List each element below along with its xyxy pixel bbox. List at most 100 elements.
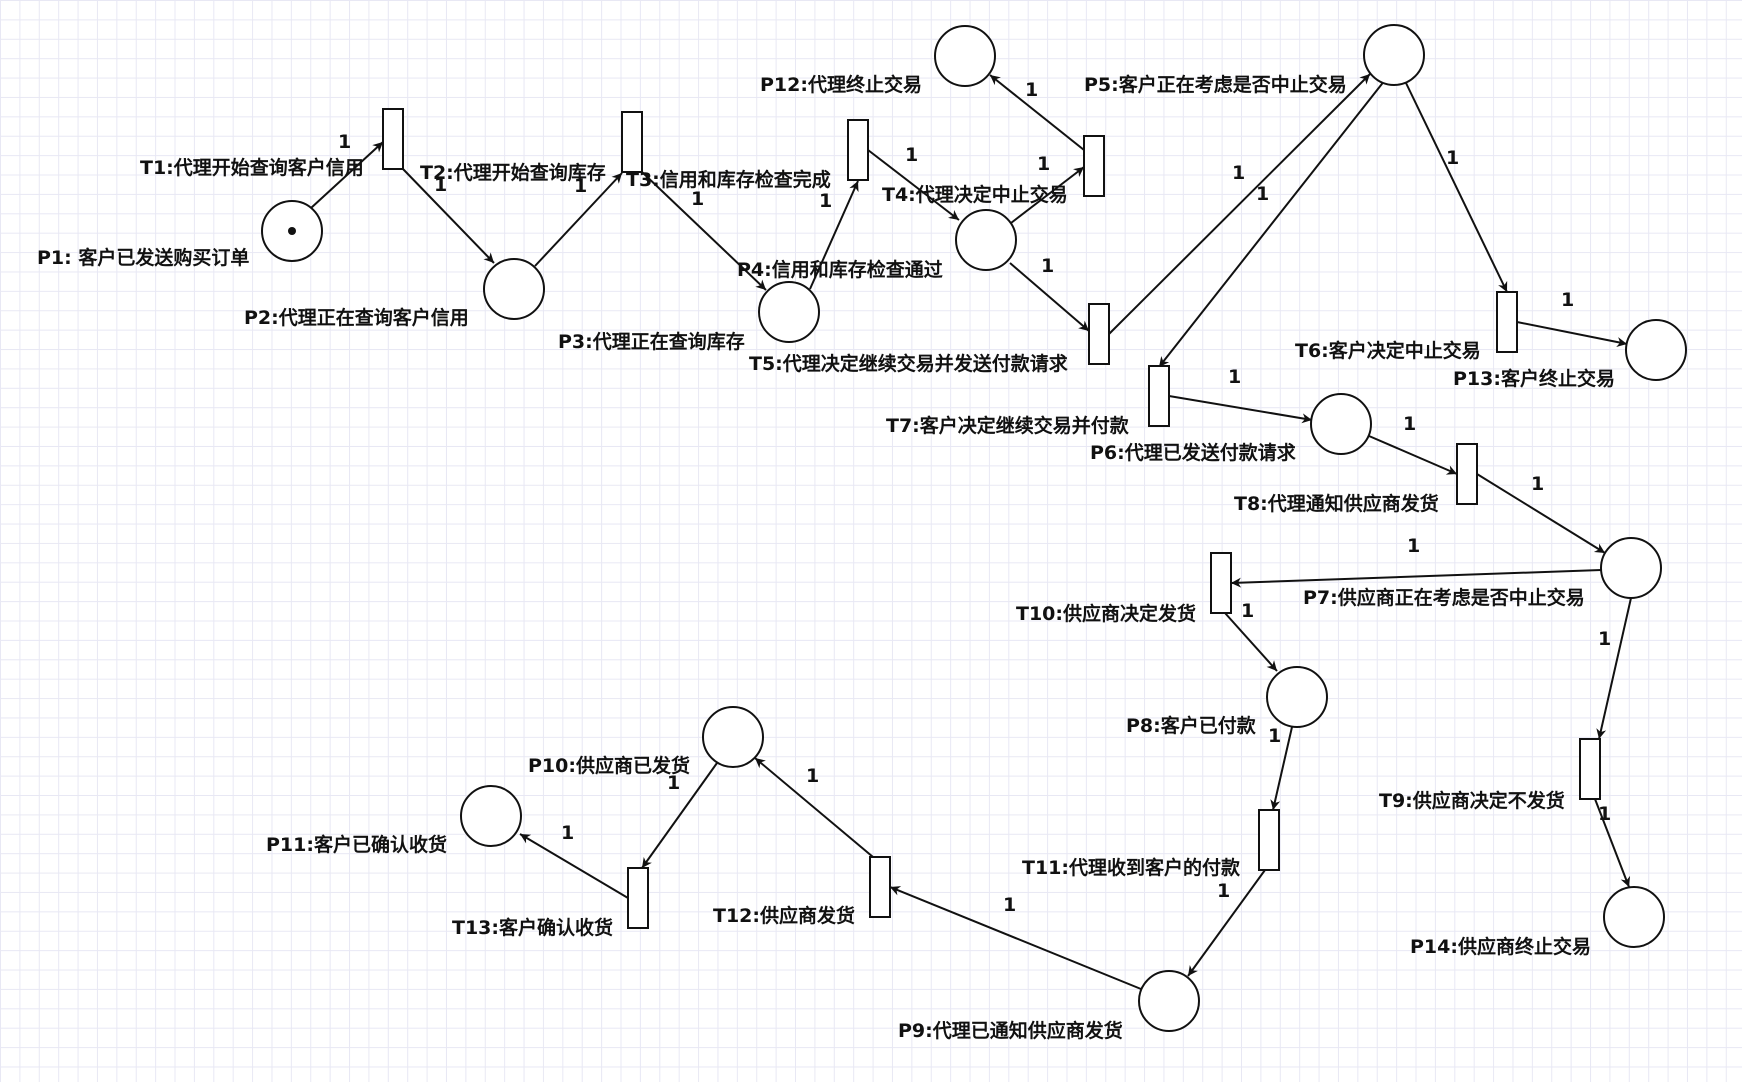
place-circle[interactable] (1138, 970, 1200, 1032)
place-circle[interactable] (1310, 393, 1372, 455)
transition-label-t2: T2:代理开始查询库存 (420, 161, 606, 184)
place-circle[interactable] (1603, 886, 1665, 948)
transition-t12[interactable] (869, 856, 891, 918)
place-label-p4: P4:信用和库存检查通过 (737, 258, 943, 281)
place-p8[interactable] (1266, 666, 1328, 728)
transition-label-t5: T5:代理决定继续交易并发送付款请求 (749, 352, 1069, 375)
arc-weight-p5-t7: 1 (1256, 183, 1269, 205)
arc-t2-p3 (641, 171, 767, 291)
place-circle[interactable] (955, 209, 1017, 271)
arc-p2-t2 (534, 172, 623, 267)
place-p2[interactable] (483, 258, 545, 320)
place-label-p9: P9:代理已通知供应商发货 (898, 1019, 1123, 1042)
place-circle[interactable] (1363, 24, 1425, 86)
transition-t7[interactable] (1148, 365, 1170, 427)
place-circle[interactable] (1266, 666, 1328, 728)
arc-p1-t1 (310, 141, 384, 209)
place-p9[interactable] (1138, 970, 1200, 1032)
place-p14[interactable] (1603, 886, 1665, 948)
place-circle[interactable] (758, 281, 820, 343)
place-label-p2: P2:代理正在查询客户信用 (244, 306, 469, 329)
place-label-p3: P3:代理正在查询库存 (558, 330, 745, 353)
arc-t13-p11 (519, 833, 629, 899)
place-p5[interactable] (1363, 24, 1425, 86)
transition-label-t9: T9:供应商决定不发货 (1379, 789, 1565, 812)
place-p3[interactable] (758, 281, 820, 343)
transition-t9[interactable] (1579, 738, 1601, 800)
arc-weight-t4-p12: 1 (1025, 79, 1038, 101)
arc-weight-t1-p2: 1 (434, 174, 447, 196)
place-label-p10: P10:供应商已发货 (528, 754, 690, 777)
transition-label-t4: T4:代理决定中止交易 (882, 183, 1068, 206)
arc-p5-t6 (1405, 82, 1508, 293)
token-dot (288, 227, 296, 235)
arcs-layer (310, 73, 1632, 990)
arc-weight-t9-p14: 1 (1598, 803, 1611, 825)
arc-p3-t3 (809, 180, 859, 290)
arc-weight-t10-p8: 1 (1241, 600, 1254, 622)
place-label-p7: P7:供应商正在考虑是否中止交易 (1303, 586, 1585, 609)
place-p4[interactable] (955, 209, 1017, 271)
place-circle[interactable] (460, 785, 522, 847)
place-p10[interactable] (702, 706, 764, 768)
transition-t11[interactable] (1258, 809, 1280, 871)
arc-weight-t11-p9: 1 (1217, 880, 1230, 902)
arc-weight-p2-t2: 1 (574, 175, 587, 197)
place-p1[interactable] (261, 200, 323, 262)
arc-p9-t12 (889, 886, 1142, 990)
transition-t1[interactable] (382, 108, 404, 170)
arc-weight-p1-t1: 1 (338, 131, 351, 153)
place-circle[interactable] (1625, 319, 1687, 381)
arc-t5-p5 (1108, 73, 1371, 335)
place-label-p6: P6:代理已发送付款请求 (1090, 441, 1297, 464)
arc-weight-p4-t5: 1 (1041, 255, 1054, 277)
place-label-p1: P1: 客户已发送购买订单 (37, 246, 249, 269)
arc-weight-t2-p3: 1 (691, 188, 704, 210)
arc-p6-t8 (1368, 435, 1458, 475)
transition-t3[interactable] (847, 119, 869, 181)
arc-t11-p9 (1187, 869, 1266, 977)
place-p7[interactable] (1600, 537, 1662, 599)
arc-weight-p5-t6: 1 (1446, 147, 1459, 169)
place-p11[interactable] (460, 785, 522, 847)
transition-t8[interactable] (1456, 443, 1478, 505)
transition-label-t12: T12:供应商发货 (713, 904, 855, 927)
arc-weight-t12-p10: 1 (806, 765, 819, 787)
place-circle[interactable] (1600, 537, 1662, 599)
transition-t4[interactable] (1083, 135, 1105, 197)
arc-weight-t13-p11: 1 (561, 822, 574, 844)
arc-weight-p7-t9: 1 (1598, 628, 1611, 650)
arc-weight-t5-p5: 1 (1232, 162, 1245, 184)
place-p6[interactable] (1310, 393, 1372, 455)
transition-t10[interactable] (1210, 552, 1232, 614)
arc-p7-t10 (1230, 569, 1602, 588)
arc-weight-t6-p13: 1 (1561, 289, 1574, 311)
arc-weight-p9-t12: 1 (1003, 894, 1016, 916)
transition-t5[interactable] (1088, 303, 1110, 365)
arc-t12-p10 (754, 757, 874, 858)
place-circle[interactable] (934, 25, 996, 87)
arc-p8-t11 (1270, 726, 1293, 811)
arc-t7-p6 (1168, 395, 1313, 424)
place-label-p14: P14:供应商终止交易 (1410, 935, 1591, 958)
place-label-p5: P5:客户正在考虑是否中止交易 (1084, 73, 1347, 96)
transition-t13[interactable] (627, 867, 649, 929)
arc-p10-t13 (641, 762, 718, 869)
arc-p4-t5 (1009, 262, 1090, 332)
transition-label-t6: T6:客户决定中止交易 (1295, 339, 1481, 362)
arc-p5-t7 (1158, 79, 1386, 368)
arc-p4-t4 (1010, 166, 1085, 224)
place-label-p8: P8:客户已付款 (1126, 714, 1257, 737)
place-circle[interactable] (702, 706, 764, 768)
place-p12[interactable] (934, 25, 996, 87)
transition-t2[interactable] (621, 111, 643, 173)
transition-t6[interactable] (1496, 291, 1518, 353)
transition-label-t11: T11:代理收到客户的付款 (1022, 856, 1241, 879)
arc-weight-t8-p7: 1 (1531, 473, 1544, 495)
arc-weight-p6-t8: 1 (1403, 413, 1416, 435)
transition-label-t10: T10:供应商决定发货 (1016, 602, 1196, 625)
place-circle[interactable] (483, 258, 545, 320)
place-p13[interactable] (1625, 319, 1687, 381)
place-label-p13: P13:客户终止交易 (1453, 367, 1615, 390)
